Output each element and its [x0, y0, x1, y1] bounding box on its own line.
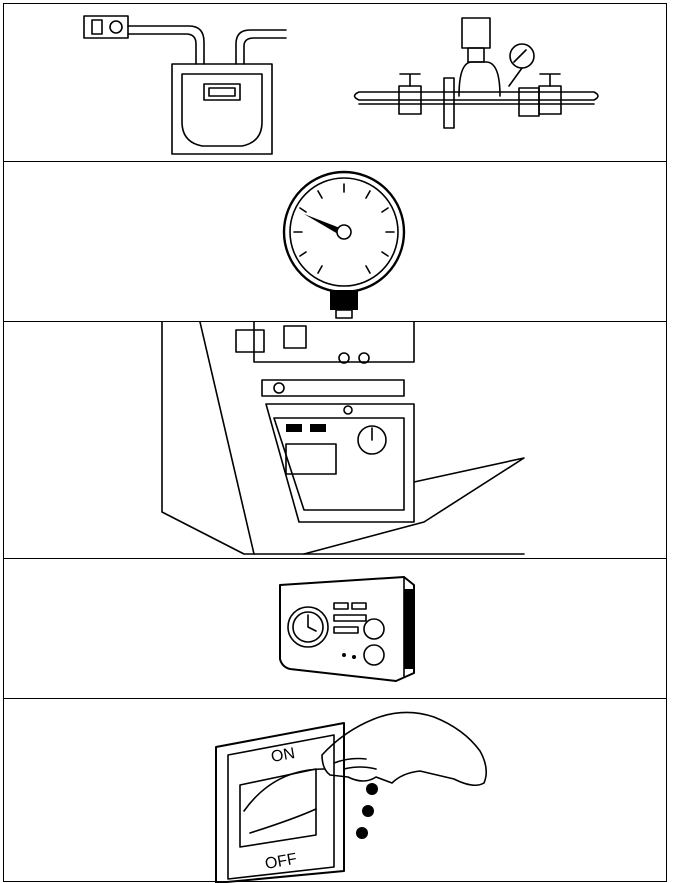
panel-programmer — [4, 559, 666, 699]
valve-assembly-icon — [355, 18, 599, 128]
hand-icon — [322, 712, 486, 785]
power-switch-illustration: ON OFF — [4, 699, 666, 883]
gas-meter-illustration — [4, 4, 666, 162]
panel-boiler-controls — [4, 322, 666, 559]
gas-cock-icon — [84, 16, 128, 38]
arrow-dots-icon — [356, 783, 378, 839]
switch-on-label: ON — [270, 745, 297, 766]
timer-programmer-icon — [280, 577, 414, 681]
pressure-gauge-icon — [284, 172, 404, 318]
switch-off-label: OFF — [264, 851, 299, 873]
illustration-table: ON OFF — [3, 3, 667, 882]
panel-power-switch: ON OFF — [4, 699, 666, 883]
boiler-controls-illustration — [4, 322, 666, 559]
programmer-illustration — [4, 559, 666, 699]
panel-pressure-gauge — [4, 162, 666, 322]
pressure-gauge-illustration — [4, 162, 666, 322]
panel-gas-supply — [4, 4, 666, 162]
gas-meter-icon — [172, 64, 272, 154]
boiler-control-panel-icon — [162, 322, 524, 554]
